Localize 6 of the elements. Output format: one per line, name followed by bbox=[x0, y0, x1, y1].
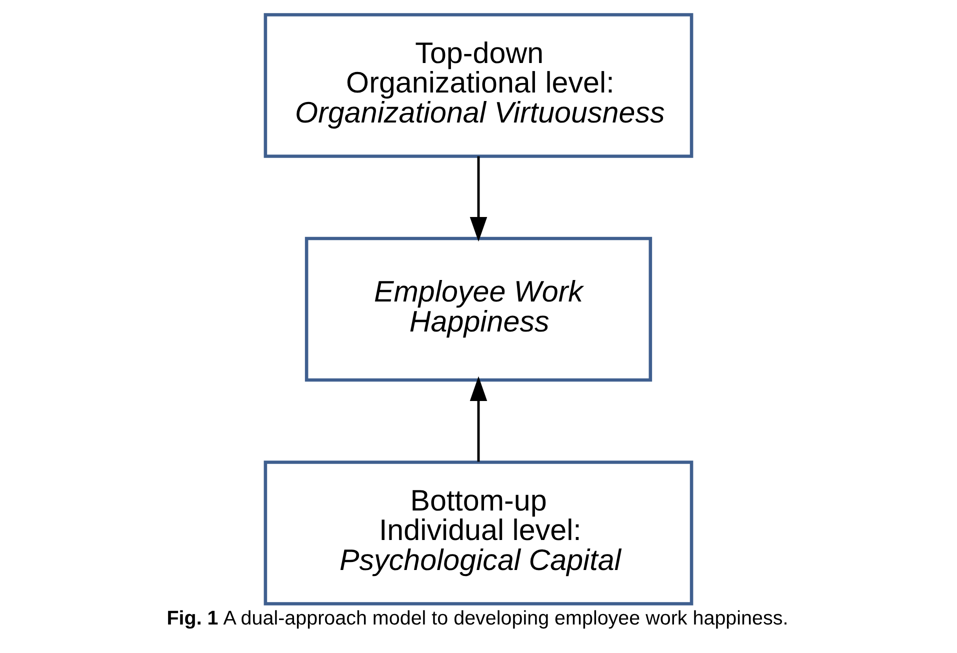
arrow bbox=[470, 376, 488, 462]
node-box: Top-down Organizational level: Organizational Virtuousness bbox=[264, 13, 694, 158]
caption: Fig. 1 A dual-approach model to developing employee work happiness. bbox=[166, 607, 788, 630]
node-box: Bottom-up Individual level: Psychological Capital bbox=[264, 460, 694, 606]
arrow bbox=[470, 156, 488, 242]
node-box: Employee Work Happiness bbox=[304, 236, 652, 382]
